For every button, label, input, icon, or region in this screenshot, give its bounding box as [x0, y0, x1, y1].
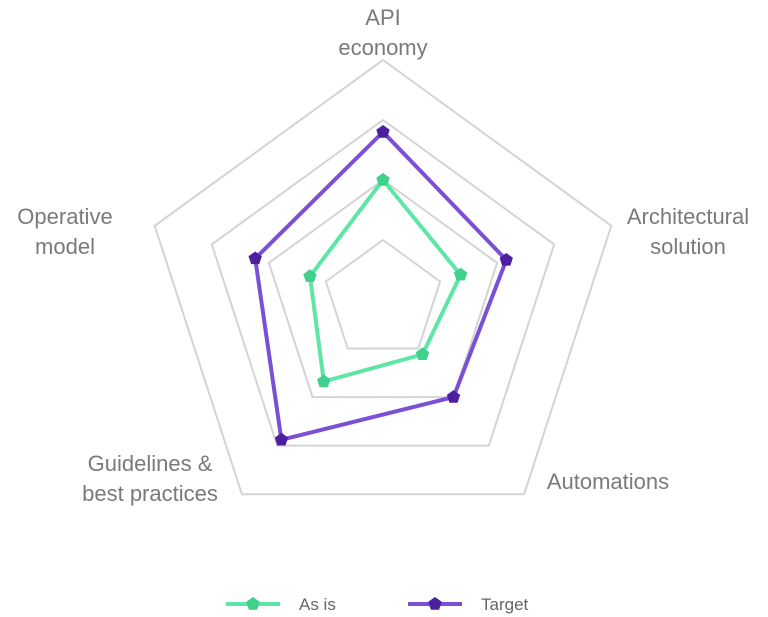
axis-label-4: Operative model	[17, 204, 112, 259]
series-line-0	[308, 178, 463, 384]
axis-label-4-line-1: model	[35, 234, 95, 259]
radar-series	[248, 125, 513, 446]
series-1-point-0	[376, 125, 390, 138]
axis-label-1-line-0: Architectural	[627, 204, 749, 229]
axis-label-4-line-0: Operative	[17, 204, 112, 229]
series-0-point-0	[376, 173, 390, 186]
axis-label-1: Architectural solution	[627, 204, 749, 259]
legend: As is Target	[226, 595, 529, 614]
series-1-point-4	[248, 251, 262, 265]
legend-label-0: As is	[299, 595, 336, 614]
legend-item-0: As is	[226, 595, 336, 614]
axis-label-3: Guidelines & best practices	[82, 451, 218, 506]
axis-label-2: Automations	[547, 469, 669, 494]
legend-swatch-marker-1	[428, 597, 442, 610]
grid-ring-3	[210, 118, 556, 447]
series-1-point-2	[446, 390, 461, 403]
legend-swatch-marker-0	[246, 597, 260, 610]
series-0-point-4	[303, 269, 317, 282]
axis-label-2-line-0: Automations	[547, 469, 669, 494]
axis-label-0-line-1: economy	[338, 35, 427, 60]
series-0-point-3	[317, 374, 331, 388]
radar-grid	[153, 58, 613, 496]
axis-label-3-line-1: best practices	[82, 481, 218, 506]
legend-label-1: Target	[481, 595, 529, 614]
legend-item-1: Target	[408, 595, 529, 614]
grid-ring-4	[153, 58, 613, 496]
series-0-point-2	[415, 347, 430, 360]
series-1-point-3	[274, 432, 289, 446]
axis-label-0: API economy	[338, 5, 427, 60]
axis-label-1-line-1: solution	[650, 234, 726, 259]
series-1	[248, 125, 513, 446]
series-1-point-1	[499, 253, 513, 266]
series-0-point-1	[453, 267, 468, 281]
series-line-1	[253, 130, 509, 442]
series-0	[303, 173, 468, 388]
axis-label-0-line-0: API	[365, 5, 400, 30]
grid-ring-1	[324, 238, 442, 350]
axis-label-3-line-0: Guidelines &	[88, 451, 213, 476]
grid-ring-2	[267, 178, 499, 399]
